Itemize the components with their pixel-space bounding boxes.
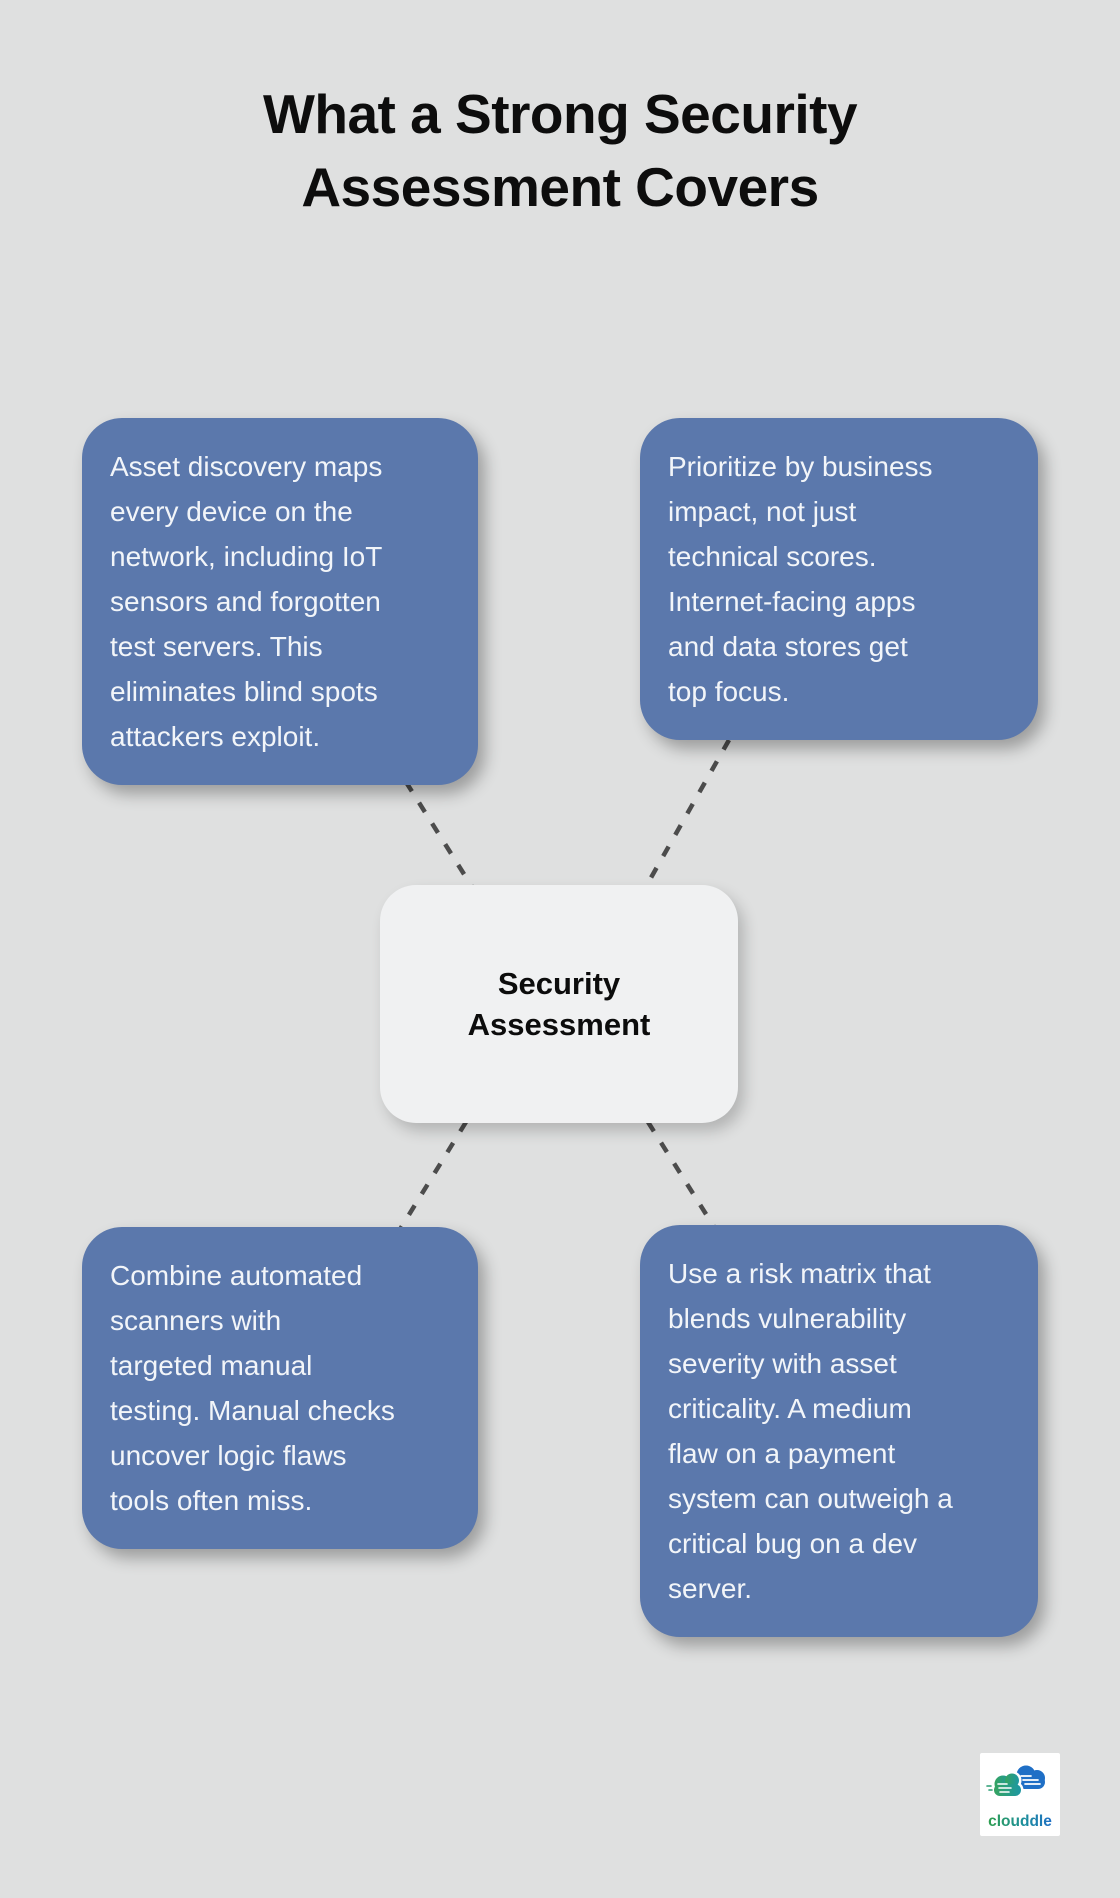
cloud-icon-blue (1015, 1765, 1045, 1789)
page-title: What a Strong Security Assessment Covers (262, 83, 858, 218)
node-risk-matrix: Use a risk matrix that blends vulnerabil… (640, 1225, 1038, 1637)
cloud-icon-teal (986, 1771, 1024, 1799)
node-combine-testing: Combine automated scanners with targeted… (82, 1227, 478, 1549)
node-asset-discovery: Asset discovery maps every device on the… (82, 418, 478, 785)
clouddle-logo: clouddle (980, 1753, 1060, 1836)
connector-bottom-left (397, 1120, 468, 1233)
connector-top-right (642, 738, 731, 892)
connector-bottom-right (646, 1120, 718, 1232)
center-node-security-assessment: Security Assessment (380, 885, 738, 1123)
node-prioritize-impact: Prioritize by business impact, not just … (640, 418, 1038, 740)
logo-wordmark: clouddle (988, 1813, 1052, 1830)
connector-top-left (404, 780, 476, 892)
